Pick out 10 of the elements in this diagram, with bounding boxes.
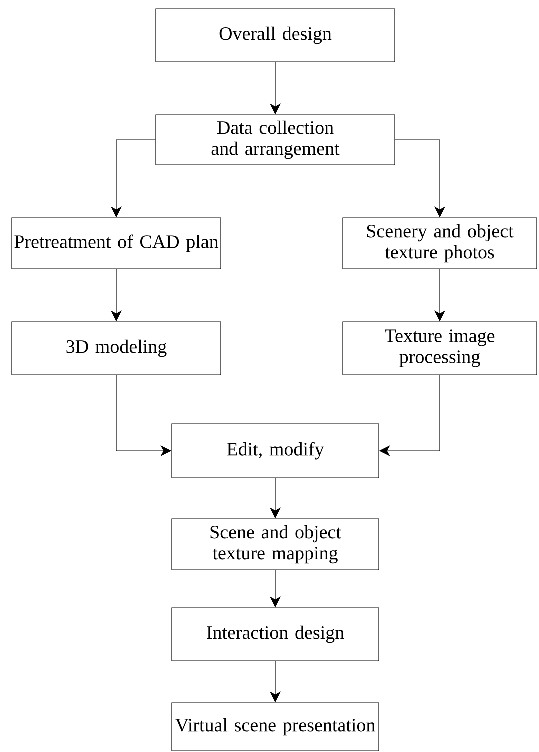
process-box: Edit, modify	[172, 424, 380, 478]
process-box: Data collection and arrangement	[156, 114, 396, 166]
process-box: 3D modeling	[12, 322, 222, 376]
process-box: Scenery and object texture photos	[342, 218, 538, 270]
process-box: Texture image processing	[342, 322, 538, 376]
process-box: Overall design	[156, 8, 396, 62]
process-box: Virtual scene presentation	[172, 702, 380, 752]
process-box: Scene and object texture mapping	[172, 518, 380, 570]
process-box: Pretreatment of CAD plan	[12, 218, 222, 270]
process-box: Interaction design	[172, 608, 380, 662]
